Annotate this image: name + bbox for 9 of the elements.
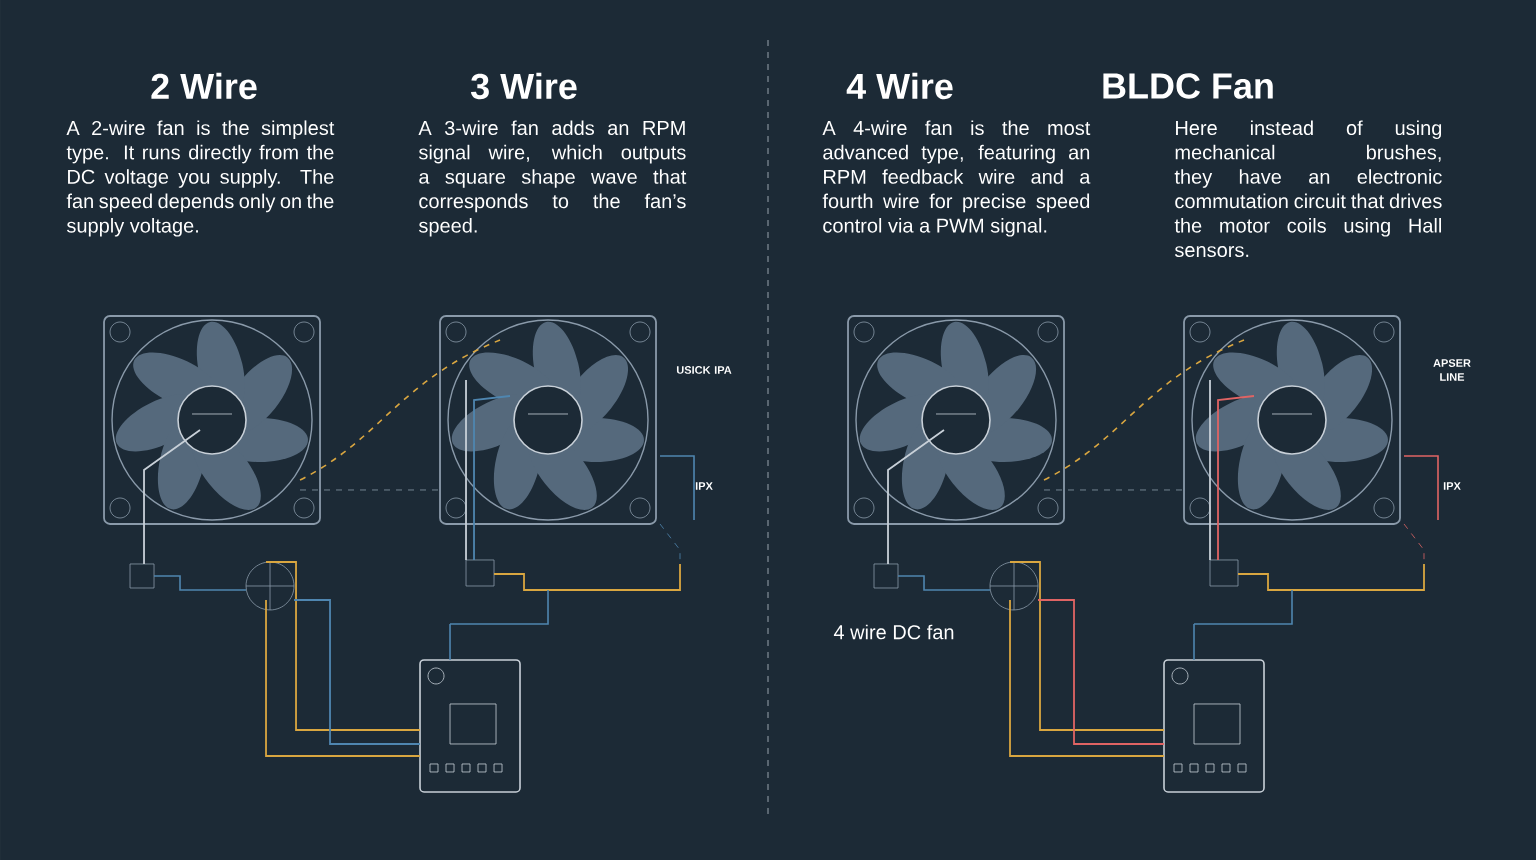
description-text: A 4-wire fan is the most advanced type, featuring an RPM feedback wire and a fourth wire for precise speed control via a PWM signal. [822,120,1091,237]
description-text: A 3-wire fan adds an RPM signal wire, which outputs a square shape wave that corresponds to the fan’s speed. [418,120,687,237]
description-text: Here instead of using mechanical brushes, they have an electronic commutation circuit that drives the motor coils using Hall sensors. [1174,120,1442,258]
panel-heading: 2 Wire [151,72,257,100]
description-text: A 2-wire fan is the simplest type. It runs directly from the DC voltage you supply. The fan speed depends only on the supply voltage. [66,120,335,237]
panel-heading: 3 Wire [470,72,577,100]
panel-heading: 4 Wire [846,72,953,100]
panel-heading: BLDC Fan [1103,73,1273,99]
caption-text: 4 wire DC fan [833,624,954,640]
